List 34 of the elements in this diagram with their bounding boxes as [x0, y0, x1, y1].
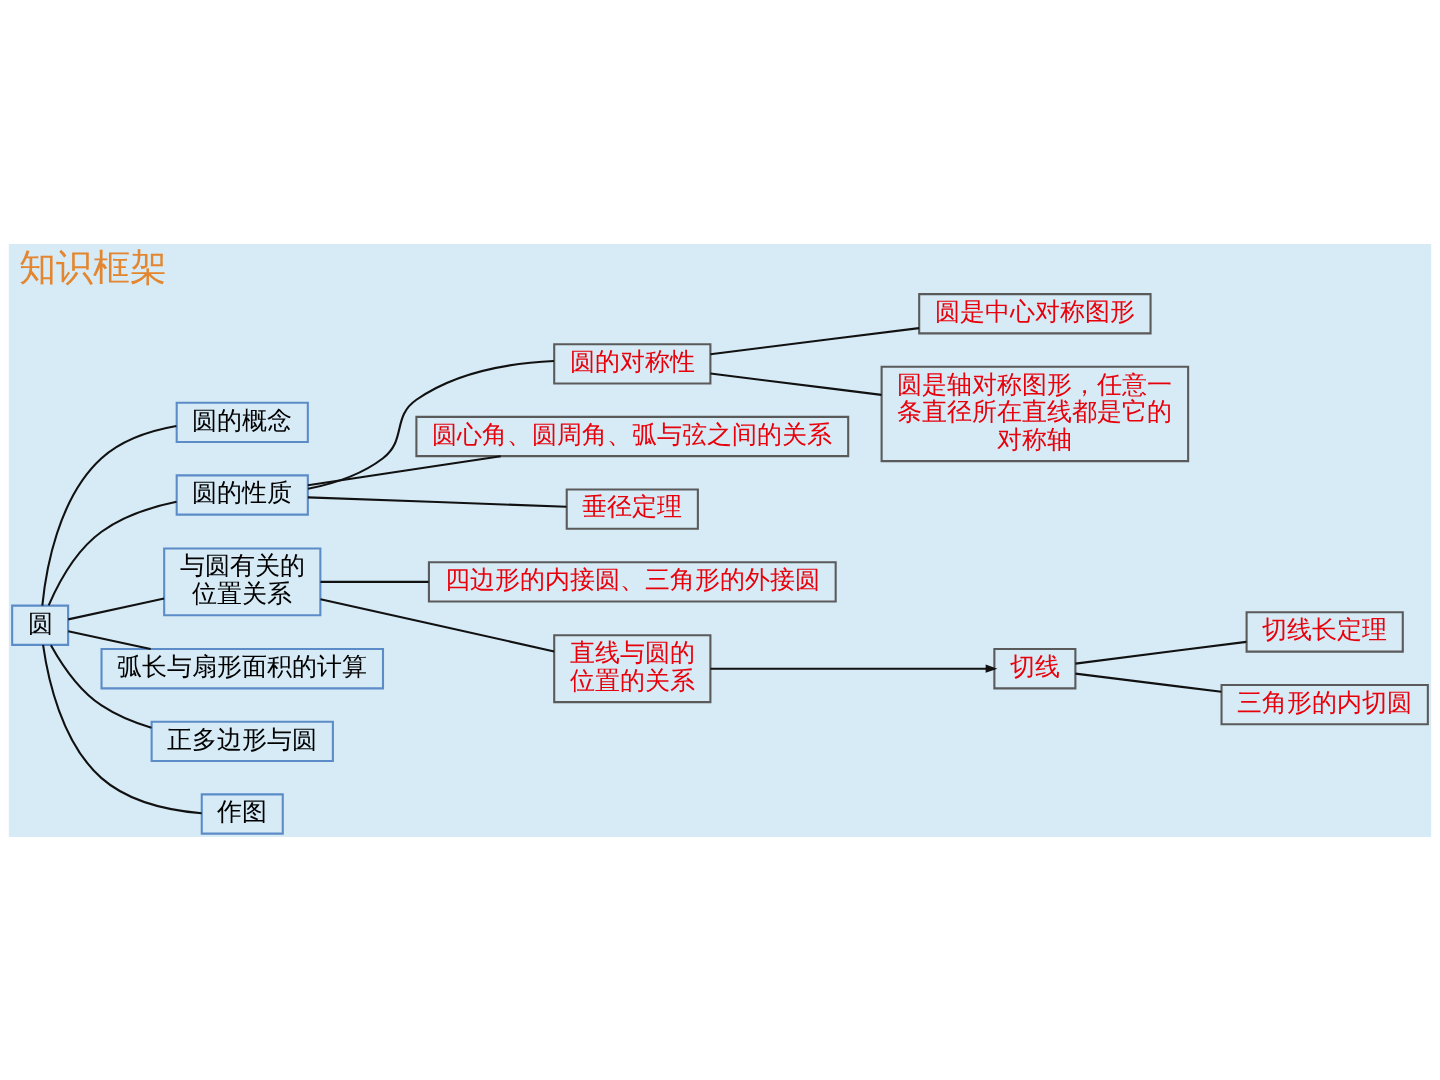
node-box: 与圆有关的位置关系 — [163, 546, 322, 616]
connector — [41, 424, 177, 606]
node-box: 弧长与扇形面积的计算 — [100, 647, 385, 689]
node-box: 圆的性质 — [175, 473, 309, 516]
connector — [307, 495, 567, 508]
node-box: 作图 — [200, 792, 284, 835]
connector — [1075, 672, 1222, 693]
connector — [307, 359, 555, 490]
connector — [320, 597, 555, 652]
connector — [50, 644, 152, 729]
connector — [68, 629, 151, 650]
connector — [68, 597, 165, 620]
node-box: 三角形的内切圆 — [1220, 683, 1429, 725]
connector — [320, 580, 429, 583]
connector — [710, 372, 882, 396]
connector — [42, 644, 202, 814]
node-box: 直线与圆的位置的关系 — [553, 633, 712, 703]
node-box: 圆的概念 — [175, 401, 309, 443]
connector — [307, 454, 501, 486]
node-box: 正多边形与圆 — [150, 720, 334, 762]
connector — [1075, 640, 1247, 665]
arrow — [710, 664, 998, 673]
connector — [47, 500, 177, 606]
node-box: 圆心角、圆周角、弧与弦之间的关系 — [415, 415, 850, 457]
node-box: 圆 — [11, 604, 70, 646]
node-box: 垂径定理 — [565, 488, 699, 530]
diagram-title: 知识框架 — [19, 245, 168, 289]
node-box: 切线 — [993, 647, 1077, 689]
node-box: 切线长定理 — [1245, 610, 1404, 653]
connector — [710, 326, 920, 355]
node-box: 四边形的内接圆、三角形的外接圆 — [427, 560, 837, 602]
node-box: 圆是中心对称图形 — [918, 292, 1152, 334]
node-box: 圆是轴对称图形，任意一条直径所在直线都是它的对称轴 — [880, 365, 1190, 462]
node-box: 圆的对称性 — [553, 342, 712, 385]
